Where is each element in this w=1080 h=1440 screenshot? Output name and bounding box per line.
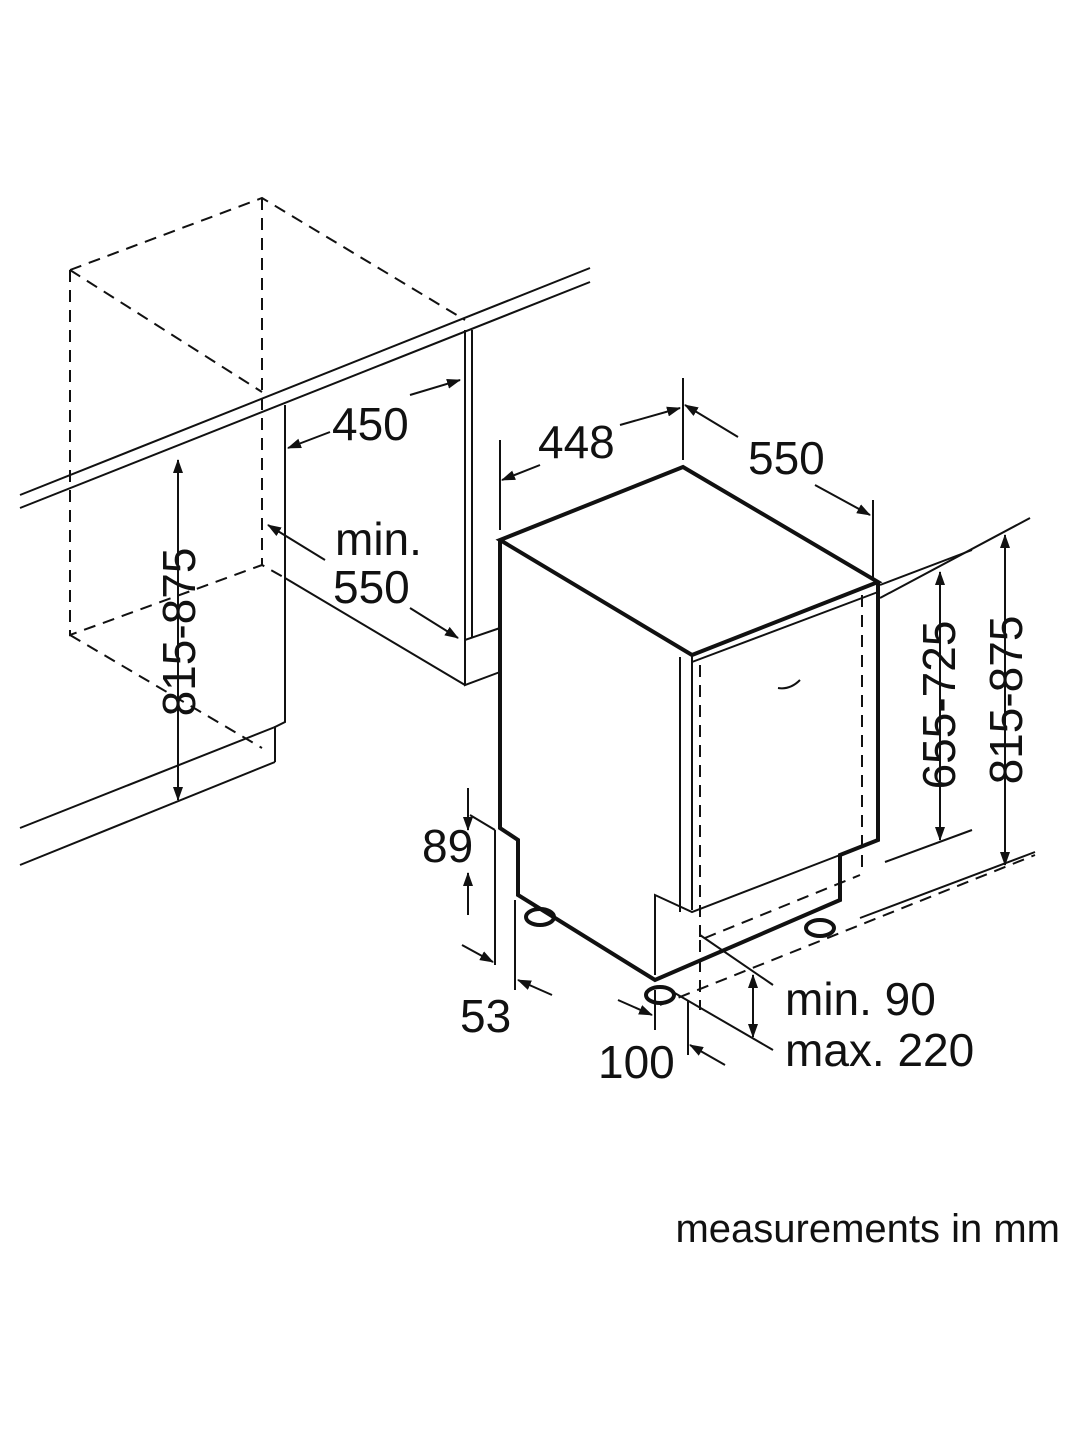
countertop xyxy=(19,267,591,509)
dishwasher-body xyxy=(495,464,1036,1010)
door-height-label: 655-725 xyxy=(913,621,965,790)
appliance-width-label: 448 xyxy=(538,416,615,468)
niche-depth-label-min: min. xyxy=(335,513,422,565)
foot-side-offset-label: 53 xyxy=(460,990,511,1042)
plinth-max-label: max. 220 xyxy=(785,1024,974,1076)
cabinet-outline xyxy=(69,196,466,749)
niche-height-label: 815-875 xyxy=(153,548,205,717)
appliance-height-label: 815-875 xyxy=(980,616,1032,785)
plinth-min-label: min. 90 xyxy=(785,973,936,1025)
dimension-lines xyxy=(173,378,1036,1066)
niche-depth-label-value: 550 xyxy=(333,561,410,613)
niche-width-label: 450 xyxy=(332,398,409,450)
appliance-depth-label: 550 xyxy=(748,432,825,484)
units-caption: measurements in mm xyxy=(675,1207,1060,1251)
foot-front-offset-label: 100 xyxy=(598,1036,675,1088)
plinth-height-label: 89 xyxy=(422,820,473,872)
niche-walls xyxy=(19,330,501,866)
